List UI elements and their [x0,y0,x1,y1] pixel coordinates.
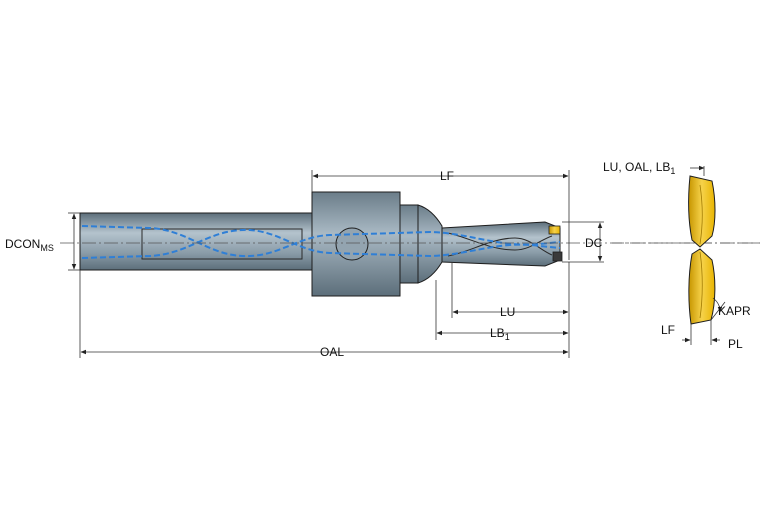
label-lu: LU [500,305,515,319]
dimensions [68,170,604,358]
label-pl: PL [728,337,743,351]
collar-hole [335,227,369,261]
shank [79,212,313,271]
label-oal: OAL [320,345,344,359]
label-kapr: KAPR [718,304,751,318]
insert-lower [688,248,716,325]
insert-upper-edge [699,184,703,245]
label-detail-lf: LF [661,323,675,337]
collar [311,191,401,297]
label-dc: DC [585,236,603,250]
insert-lower-edge [699,251,703,319]
label-lb1: LB1 [490,326,510,342]
tip-insert-bottom [552,251,563,262]
coolant-channel-2 [81,228,561,259]
detail-header-label: LU, OAL, LB1 [603,160,675,176]
neck-taper [417,204,443,284]
insert-detail-view: LU, OAL, LB1 KAPR LF PL [603,160,760,351]
label-lf: LF [440,169,454,183]
collar-step [399,204,419,284]
tip-insert-top [548,225,561,235]
label-dcon: DCONMS [5,237,54,253]
flute-helix-1 [447,232,553,251]
tool-body [79,191,563,297]
shank-flat [141,228,303,260]
